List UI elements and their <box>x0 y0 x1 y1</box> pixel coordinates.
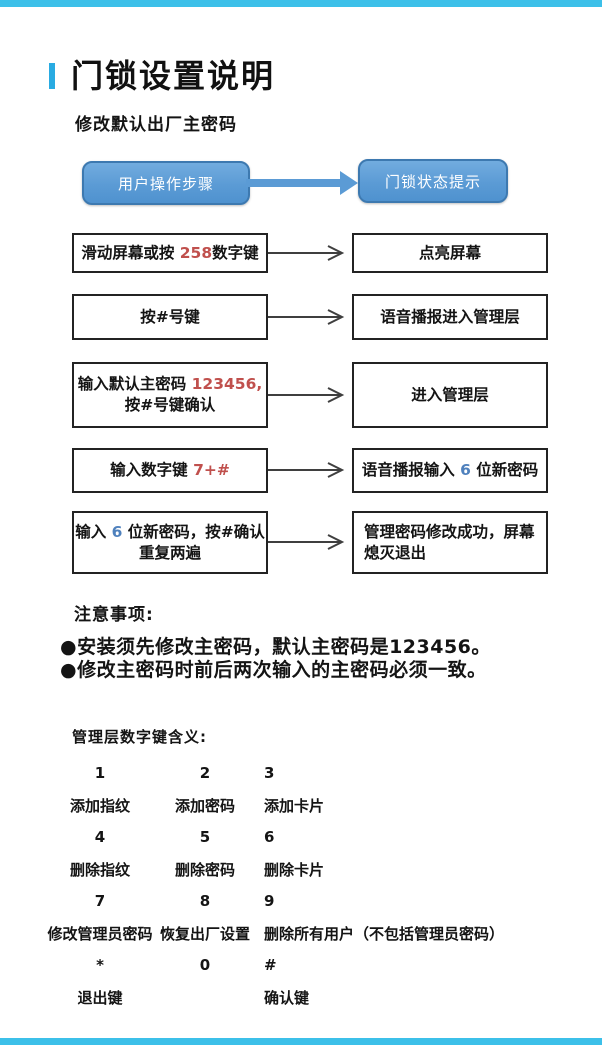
keypad-cell: 删除卡片 <box>264 860 325 879</box>
keypad-row: 4 5 6 <box>40 821 595 853</box>
flow-text-segment: 按#号键 <box>140 307 200 326</box>
flow-text-segment: 输入数字键 <box>110 461 194 479</box>
flow-box-line: 输入 6 位新密码，按#确认 <box>75 522 265 543</box>
keypad-cell: 删除密码 <box>174 860 235 879</box>
keypad-row: 1 2 3 <box>40 757 595 789</box>
user-steps-header-label: 用户操作步骤 <box>117 174 214 193</box>
flow-step-box: 输入默认主密码 123456, 按#号键确认 <box>72 362 268 428</box>
keypad-cell: 9 <box>264 892 275 910</box>
keypad-row: 添加指纹 添加密码 添加卡片 <box>40 789 595 821</box>
flow-text-segment: 语音播报输入 <box>361 461 461 479</box>
top-accent-strip <box>0 0 602 7</box>
note-item: ●修改主密码时前后两次输入的主密码必须一致。 <box>60 658 487 681</box>
keypad-cell: 4 <box>94 828 106 846</box>
flow-step-box: 滑动屏幕或按 258数字键 <box>72 233 268 273</box>
keypad-cell: * <box>96 956 104 974</box>
keypad-cell: 删除指纹 <box>69 860 130 879</box>
keypad-row: 修改管理员密码 恢复出厂设置 删除所有用户（不包括管理员密码） <box>40 917 595 949</box>
flow-text-segment: 熄灭退出 <box>364 543 427 562</box>
user-steps-header-button: 用户操作步骤 <box>82 161 250 205</box>
keypad-row: 7 8 9 <box>40 885 595 917</box>
thick-arrow-icon <box>246 171 358 195</box>
note-item: ●安装须先修改主密码，默认主密码是123456。 <box>60 636 491 658</box>
flow-arrow-icon <box>268 309 345 325</box>
keypad-row: 退出键 确认键 <box>40 981 595 1013</box>
keypad-cell: 修改管理员密码 <box>47 924 153 943</box>
keypad-row: * 0 # <box>40 949 595 981</box>
flow-status-box: 语音播报输入 6 位新密码 <box>352 448 548 493</box>
flow-text-segment: 管理密码修改成功，屏幕 <box>364 522 535 541</box>
flow-box-line: 按#号键 <box>140 307 200 328</box>
title-accent-bar <box>49 63 55 89</box>
bottom-accent-strip <box>0 1038 602 1045</box>
flow-box-line: 输入默认主密码 123456, <box>78 374 263 395</box>
keypad-cell: 确认键 <box>264 988 310 1007</box>
flow-box-line: 语音播报输入 6 位新密码 <box>362 460 539 481</box>
keypad-cell: 恢复出厂设置 <box>160 924 251 943</box>
keypad-row: 删除指纹 删除密码 删除卡片 <box>40 853 595 885</box>
keypad-cell: 1 <box>94 764 106 782</box>
flow-box-line: 重复两遍 <box>139 543 201 564</box>
keypad-cell: 删除所有用户（不包括管理员密码） <box>264 924 505 943</box>
flow-box-line: 熄灭退出 <box>364 543 426 564</box>
flow-box-line: 管理密码修改成功，屏幕 <box>364 522 535 543</box>
flow-box-line: 滑动屏幕或按 258数字键 <box>81 243 258 264</box>
keypad-cell: 5 <box>199 828 211 846</box>
flow-status-box: 语音播报进入管理层 <box>352 294 548 340</box>
notes-heading: 注意事项: <box>74 605 154 625</box>
flow-text-segment: 滑动屏幕或按 <box>81 243 180 262</box>
keypad-cell: 0 <box>199 956 211 974</box>
flow-step-box: 输入数字键 7+# <box>72 448 268 493</box>
keypad-cell: 3 <box>264 764 275 782</box>
notes-list: ●安装须先修改主密码，默认主密码是123456。 ●修改主密码时前后两次输入的主… <box>60 636 491 681</box>
flow-status-box: 管理密码修改成功，屏幕 熄灭退出 <box>352 511 548 574</box>
keypad-cell: 8 <box>199 892 211 910</box>
lock-status-header-button: 门锁状态提示 <box>358 159 508 203</box>
keypad-heading: 管理层数字键含义: <box>72 728 207 746</box>
flow-text-segment: 输入 <box>75 522 112 541</box>
flow-text-segment: 7+# <box>193 461 230 479</box>
flow-text-segment: 位新密码 <box>470 461 539 479</box>
keypad-cell: 6 <box>264 828 275 846</box>
flow-text-segment: 6 <box>460 461 471 479</box>
flow-box-line: 语音播报进入管理层 <box>380 307 520 328</box>
flow-text-segment: 点亮屏幕 <box>418 243 481 262</box>
flow-arrow-icon <box>268 534 345 550</box>
flow-status-box: 进入管理层 <box>352 362 548 428</box>
flow-text-segment: 按#号键确认 <box>124 396 216 414</box>
flow-text-segment: 6 <box>111 522 123 541</box>
keypad-cell: 退出键 <box>77 988 123 1007</box>
flow-box-line: 按#号键确认 <box>125 395 216 416</box>
flow-text-segment: 语音播报进入管理层 <box>380 307 520 326</box>
flow-arrow-icon <box>268 387 345 403</box>
keypad-cell: 2 <box>199 764 211 782</box>
flow-text-segment: 123456, <box>191 375 263 393</box>
flow-text-segment: 位新密码，按#确认 <box>122 522 265 541</box>
keypad-cell: 添加密码 <box>174 796 235 815</box>
flow-arrow-icon <box>268 245 345 261</box>
keypad-cell: 添加卡片 <box>264 796 325 815</box>
flow-box-line: 点亮屏幕 <box>419 243 481 264</box>
keypad-cell: 添加指纹 <box>69 796 130 815</box>
flow-arrow-icon <box>268 462 345 478</box>
keypad-cell: # <box>264 956 277 974</box>
flow-step-box: 输入 6 位新密码，按#确认 重复两遍 <box>72 511 268 574</box>
lock-status-header-label: 门锁状态提示 <box>384 172 481 191</box>
flow-box-line: 输入数字键 7+# <box>110 460 230 481</box>
flow-box-line: 进入管理层 <box>411 385 489 406</box>
keypad-table: 1 2 3 添加指纹 添加密码 添加卡片 4 5 6 删除指纹 删除密码 删除卡… <box>40 757 595 1013</box>
flow-step-box: 按#号键 <box>72 294 268 340</box>
section-subtitle: 修改默认出厂主密码 <box>75 115 237 135</box>
flow-text-segment: 重复两遍 <box>138 543 201 562</box>
page-title: 门锁设置说明 <box>71 57 276 95</box>
flow-text-segment: 输入默认主密码 <box>77 375 192 393</box>
keypad-cell: 7 <box>94 892 106 910</box>
flow-status-box: 点亮屏幕 <box>352 233 548 273</box>
flow-text-segment: 258 <box>179 243 213 262</box>
flow-text-segment: 进入管理层 <box>411 385 489 404</box>
flow-text-segment: 数字键 <box>212 243 259 262</box>
